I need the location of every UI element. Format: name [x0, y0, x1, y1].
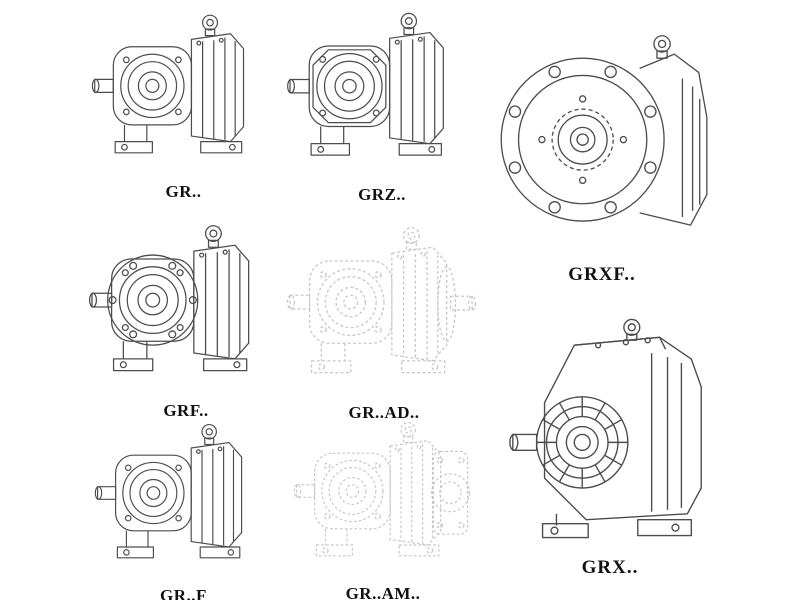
cell-gr: GR..: [86, 2, 281, 202]
cell-gram: GR..AM..: [284, 410, 482, 600]
gearbox-drawing-grz: [286, 0, 478, 182]
gearbox-drawing-gram: [293, 410, 473, 581]
model-label-gram: GR..AM..: [345, 584, 421, 600]
model-label-grx: GRX..: [581, 557, 639, 578]
cell-grad: GR..AD..: [284, 214, 484, 423]
gearbox-drawing-grf: [88, 212, 284, 398]
gearbox-drawing-grad: [286, 214, 482, 400]
gearbox-drawing-grx: [509, 318, 702, 539]
model-label-grad: GR..AD..: [348, 403, 420, 422]
model-label-grff: GR..F: [160, 586, 207, 600]
cell-grff: GR..F: [86, 412, 281, 600]
model-label-grxf: GRXF..: [568, 264, 636, 285]
gearbox-drawing-gr: [91, 14, 244, 154]
cell-grxf: GRXF..: [488, 6, 716, 286]
model-label-grf: GRF..: [163, 401, 209, 420]
cell-grx: GRX..: [490, 302, 730, 579]
gearbox-drawing-grxf: [500, 35, 708, 226]
cell-grf: GRF..: [86, 212, 286, 421]
model-label-gr: GR..: [165, 182, 202, 201]
cell-grz: GRZ..: [282, 0, 482, 205]
gearbox-drawing-grff: [94, 424, 242, 559]
model-label-grz: GRZ..: [358, 185, 406, 204]
